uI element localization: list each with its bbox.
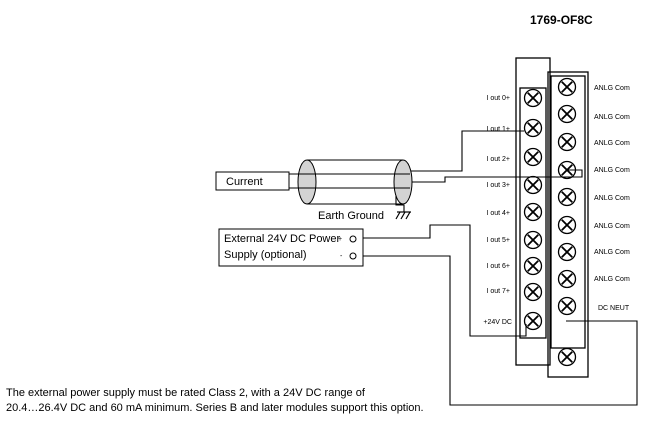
left-terminal-screw-4 [523,202,543,222]
power-supply-box [218,228,364,267]
terminal-label-anlg-com-1: ANLG Com [594,85,630,92]
power-supply-plus-label: + [338,236,342,243]
power-supply-plus-terminal [349,235,357,243]
left-terminal-screw-8 [523,311,543,331]
terminal-label-anlg-com-4: ANLG Com [594,167,630,174]
wires [359,130,638,406]
power-supply-line2: Supply (optional) [224,249,307,261]
left-terminal-labels: I out 0+ I out 1+ I out 2+ I out 3+ I ou… [483,95,512,326]
cable-shield-end-right [393,159,413,205]
earth-ground-label: Earth Ground [318,210,384,222]
left-terminal-screw-2 [523,147,543,167]
earth-ground-icon [395,211,411,220]
terminal-label-anlg-com-3: ANLG Com [594,140,630,147]
terminal-label-24vdc: +24V DC [483,319,512,326]
right-terminal-screw-6 [557,242,577,262]
terminal-label-iout5: I out 5+ [486,237,510,244]
terminal-block-left-inner [519,87,547,339]
power-supply-minus-label: - [340,253,343,260]
terminal-label-anlg-com-2: ANLG Com [594,114,630,121]
terminal-label-iout4: I out 4+ [486,210,510,217]
left-terminal-screw-3 [523,175,543,195]
right-terminal-screw-1 [557,104,577,124]
terminal-label-iout3: I out 3+ [486,182,510,189]
left-terminal-screw-7 [523,282,543,302]
note-line-1: The external power supply must be rated … [6,387,365,399]
current-load-box [215,171,290,191]
current-load-label: Current [226,176,263,188]
left-terminal-screw-6 [523,256,543,276]
right-terminal-screw-0 [557,77,577,97]
shielded-cable [280,159,413,205]
cable-shield-end-left [297,159,317,205]
module-title: 1769-OF8C [530,13,593,27]
terminal-label-iout7: I out 7+ [486,288,510,295]
terminal-label-anlg-com-5: ANLG Com [594,195,630,202]
right-terminal-screw-9 [557,347,577,367]
left-terminal-screws [523,88,543,331]
right-terminal-screws [557,77,577,367]
terminal-label-iout6: I out 6+ [486,263,510,270]
left-terminal-screw-1 [523,118,543,138]
power-supply-note: The external power supply must be rated … [6,386,426,416]
terminal-label-iout2: I out 2+ [486,156,510,163]
left-terminal-screw-5 [523,230,543,250]
terminal-label-iout0: I out 0+ [486,95,510,102]
right-terminal-screw-8 [557,296,577,316]
power-supply-minus-terminal [349,252,357,260]
terminal-block-right-body [547,71,589,378]
terminal-label-dc-neut: DC NEUT [598,305,630,312]
wire-signal-iout1 [405,130,524,172]
left-terminal-screw-0 [523,88,543,108]
wire-return-anlg-com [405,169,583,183]
right-terminal-screw-5 [557,215,577,235]
terminal-label-anlg-com-6: ANLG Com [594,223,630,230]
terminal-label-anlg-com-8: ANLG Com [594,276,630,283]
right-terminal-labels: ANLG Com ANLG Com ANLG Com ANLG Com ANLG… [594,85,630,312]
right-terminal-screw-7 [557,269,577,289]
power-supply-line1: External 24V DC Power [224,233,340,245]
terminal-label-iout1: I out 1+ [486,126,510,133]
terminal-block-left-body [515,57,551,366]
right-terminal-screw-4 [557,187,577,207]
wire-supply-plus [359,224,527,337]
right-terminal-screw-2 [557,132,577,152]
wire-supply-minus [359,255,638,406]
note-line-2: 20.4…26.4V DC and 60 mA minimum. Series … [6,402,424,414]
wire-drain-ground [395,196,405,212]
terminal-label-anlg-com-7: ANLG Com [594,249,630,256]
